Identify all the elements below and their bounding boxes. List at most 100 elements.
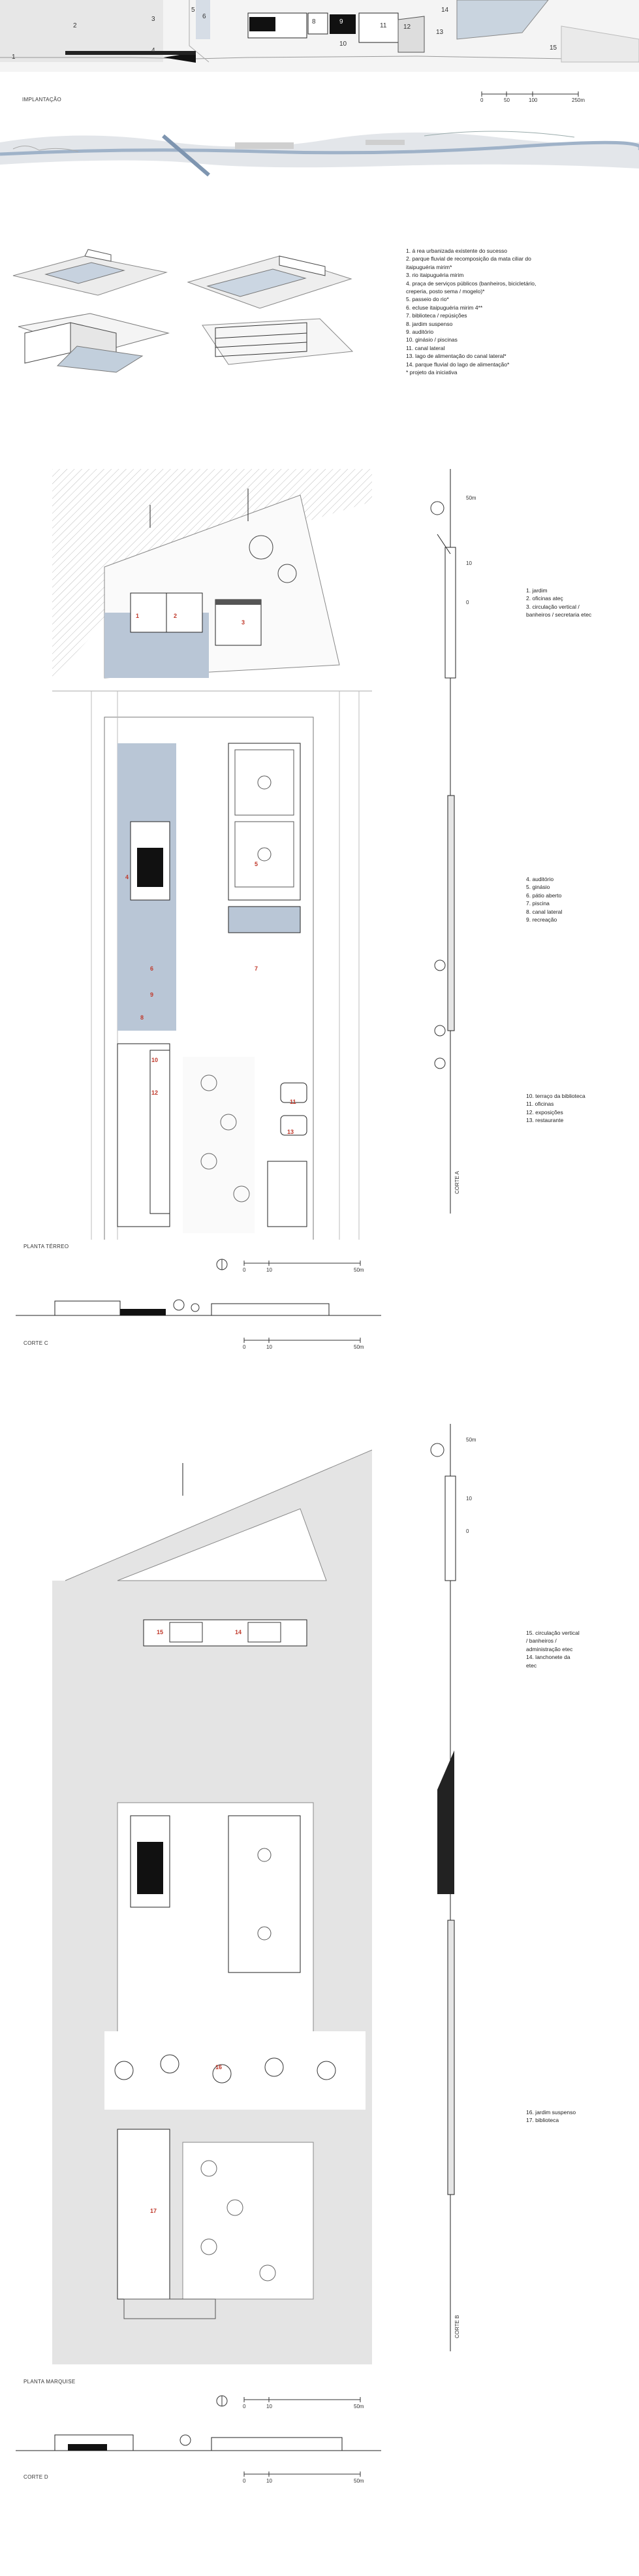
room-number: 1: [136, 613, 140, 619]
legend-item: 11. canal lateral: [406, 344, 445, 351]
scale-label: 0: [243, 2478, 246, 2484]
axonometric-view-1: [7, 243, 173, 302]
legend-item: 8. canal lateral: [526, 908, 563, 915]
legend-item: 7. piscina: [526, 900, 550, 907]
legend-item: 1. á rea urbanizada existente do sucesso: [406, 248, 507, 254]
legend-item: 4. praça de serviços públicos (banheiros…: [406, 280, 537, 287]
axonometric-view-2: [181, 243, 358, 315]
axonometric-view-4: [189, 312, 362, 378]
room-number: 13: [287, 1129, 294, 1135]
legend-item: 16. jardim suspenso: [526, 2109, 576, 2116]
site-number: 11: [380, 22, 387, 29]
legend-item: 2. oficinas ateç: [526, 595, 563, 602]
legend-item: 7. biblioteca / repúsições: [406, 312, 467, 319]
legend-item: 8. jardim suspenso: [406, 320, 453, 327]
upper-legend-2: 16. jardim suspenso 17. biblioteca: [526, 2108, 576, 2125]
upper-floor-drawing: [52, 1424, 373, 2364]
site-number: 8: [312, 18, 316, 25]
section-c: [16, 1289, 381, 1328]
legend-item: 9. recreação: [526, 916, 557, 924]
legend-item: * projeto da iniciativa: [406, 369, 458, 376]
ground-floor-drawing: [52, 469, 372, 1293]
room-number: 10: [151, 1057, 159, 1063]
section-a-scale-label: 0: [466, 600, 469, 605]
upper-legend-1: 15. circulação vertical / banheiros / ad…: [526, 1629, 580, 1669]
legend-item: 5. passeio do rio*: [406, 296, 449, 303]
legend-item: / banheiros /: [526, 1637, 557, 1645]
section-d: [16, 2424, 381, 2464]
section-a-scale-label: 50m: [466, 495, 476, 501]
site-plan: 1 2 3 4 5 6 7 8 9 10 11 12 13 14 15: [0, 0, 639, 72]
upper-floor-plan: 14 15 16 17: [52, 1424, 373, 2364]
section-b-scale-label: 10: [466, 1496, 472, 1502]
scale-label: 50m: [354, 2478, 364, 2484]
scale-label: 10: [266, 1267, 272, 1273]
room-number: 11: [290, 1099, 296, 1105]
ground-plan-caption: PLANTA TÉRREO: [23, 1244, 69, 1249]
site-number: 4: [151, 47, 155, 54]
legend-item: 9. auditório: [406, 329, 434, 336]
site-plan-drawing: [0, 0, 639, 72]
legend-item: 3. rio itaipuguéria mirim: [406, 272, 464, 279]
room-number: 17: [150, 2208, 157, 2214]
legend-item: 14. parque fluvial do lago de alimentaçã…: [406, 361, 510, 368]
upper-plan-caption: PLANTA MARQUISE: [23, 2379, 76, 2385]
legend-item: 6. ecluse itaipuguéria mirim 4**: [406, 304, 483, 311]
legend-item: 6. pátio aberto: [526, 892, 562, 899]
scale-label: 50m: [354, 1344, 364, 1350]
legend-item: 4. auditório: [526, 876, 554, 882]
legend-item: etec: [526, 1662, 537, 1669]
room-number: 5: [255, 861, 258, 867]
site-number: 3: [151, 16, 155, 23]
site-plan-caption: IMPLANTAÇÃO: [22, 97, 62, 103]
legend-item: administração etec: [526, 1645, 573, 1652]
section-b: CORTE B 50m 10 0: [411, 1424, 490, 2351]
scale-label: 50: [504, 97, 510, 103]
section-c-caption: CORTE C: [23, 1340, 48, 1346]
scale-label: 50m: [354, 1267, 364, 1273]
section-a-scale-label: 10: [466, 560, 472, 566]
site-number: 5: [191, 7, 195, 14]
site-number: 15: [550, 44, 557, 52]
legend-item: 10. ginásio / piscinas: [406, 336, 458, 344]
section-d-scale: 0 10 50m: [243, 2471, 373, 2486]
section-b-scale-label: 0: [466, 1528, 469, 1534]
axonometric-legend: 1. á rea urbanizada existente do sucesso…: [406, 247, 536, 377]
ground-legend-3: 10. terraço da biblioteca 11. oficinas 1…: [526, 1092, 585, 1125]
legend-item: banheiros / secretaria etec: [526, 611, 592, 619]
legend-item: creperia, posto sema / mogelo)*: [406, 288, 485, 295]
site-scale-bar: 0 50 100 250m: [480, 91, 585, 105]
room-number: 15: [157, 1629, 164, 1635]
upper-scale-bar: 0 10 50m: [243, 2397, 373, 2411]
room-number: 9: [150, 991, 154, 998]
room-number: 4: [125, 874, 129, 880]
legend-item: 14. lanchonete da: [526, 1654, 570, 1661]
ground-floor-plan: 1 2 3 4 5 6 7 8 9 10 11 12 13: [52, 469, 372, 1293]
legend-item: 1. jardim: [526, 587, 548, 594]
section-a: CORTE A 50m 10 0: [411, 469, 490, 1214]
site-number: 2: [73, 22, 77, 29]
section-b-scale-label: 50m: [466, 1437, 476, 1443]
legend-item: itaipuguéria mirim*: [406, 263, 452, 270]
site-number: 9: [339, 18, 343, 25]
scale-label: 250m: [572, 97, 585, 103]
room-number: 3: [242, 619, 245, 626]
scale-label: 10: [266, 1344, 272, 1350]
room-number: 12: [151, 1089, 159, 1096]
scale-label: 10: [266, 2404, 272, 2409]
site-number: 14: [441, 7, 449, 14]
room-number: 8: [140, 1014, 144, 1021]
legend-item: 3. circulação vertical /: [526, 603, 580, 610]
section-d-caption: CORTE D: [23, 2474, 48, 2480]
axonometric-view-3: [12, 307, 178, 379]
aerial-panorama: [0, 123, 639, 177]
site-number: 10: [339, 40, 347, 48]
scale-label: 0: [243, 1267, 246, 1273]
room-number: 16: [215, 2064, 223, 2070]
legend-item: 11. oficinas: [526, 1101, 554, 1108]
scale-label: 100: [529, 97, 538, 103]
legend-item: 13. lago de alimentação do canal lateral…: [406, 353, 507, 360]
scale-label: 0: [243, 1344, 246, 1350]
room-number: 14: [235, 1629, 242, 1635]
ground-legend-2: 4. auditório 5. ginásio 6. pátio aberto …: [526, 875, 562, 924]
